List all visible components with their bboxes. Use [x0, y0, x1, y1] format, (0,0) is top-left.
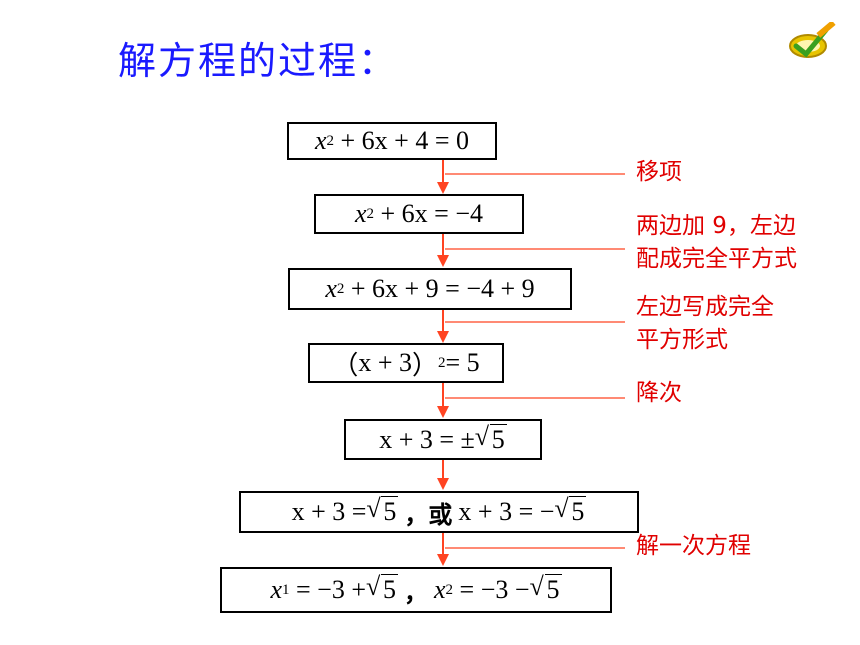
note-solve-linear: 解一次方程 — [636, 533, 751, 559]
expression: + 6x + 4 = 0 — [340, 126, 470, 155]
sqrt: 5 — [366, 572, 398, 605]
note-write-square-2: 平方形式 — [636, 327, 728, 353]
expression: = −3 − — [459, 575, 530, 604]
var-x: x — [314, 126, 327, 155]
exponent: 2 — [336, 280, 345, 297]
radicand: 5 — [489, 423, 507, 454]
sqrt: 5 — [475, 422, 507, 455]
sqrt: 5 — [366, 494, 399, 527]
subscript: 2 — [445, 581, 454, 598]
radicand: 5 — [544, 574, 562, 604]
exponent: 2 — [438, 354, 446, 371]
expression: x + 3 = − — [458, 497, 555, 526]
var-x: x — [270, 575, 282, 604]
expression-rhs: = 5 — [445, 348, 480, 377]
var-x: x — [354, 199, 367, 228]
subscript: 1 — [282, 581, 290, 598]
or-label: ，或 — [404, 500, 453, 529]
expression: x + 3 = — [291, 497, 367, 526]
expression: + 6x + 9 = −4 + 9 — [350, 274, 535, 303]
expression: x + 3 = ± — [379, 424, 475, 454]
sqrt: 5 — [530, 572, 562, 605]
exponent: 2 — [366, 205, 375, 222]
step-5-box: x + 3 = ± 5 — [344, 419, 542, 460]
note-complete-square-2: 配成完全平方式 — [636, 246, 797, 272]
page-title: 解方程的过程： — [118, 39, 399, 83]
sqrt: 5 — [554, 494, 587, 527]
comma: ， — [404, 578, 428, 607]
var-x: x — [325, 274, 337, 303]
var-x: x — [434, 575, 446, 604]
step-4-box: （x + 3）2= 5 — [308, 343, 504, 383]
exponent: 2 — [326, 132, 335, 149]
radicand: 5 — [381, 496, 399, 526]
step-6-box: x + 3 =5，或x + 3 = −5 — [239, 491, 639, 533]
paren-left: （ — [332, 350, 359, 380]
paren-right: ） — [412, 350, 439, 380]
note-write-square-1: 左边写成完全 — [636, 294, 774, 320]
radicand: 5 — [381, 574, 398, 604]
step-7-box: x1 = −3 +5，x2 = −3 −5 — [220, 567, 612, 613]
radicand: 5 — [569, 496, 587, 526]
note-complete-square-1: 两边加 9，左边 — [636, 213, 796, 239]
pencil-check-icon — [789, 22, 836, 58]
expression: + 6x = −4 — [380, 199, 484, 228]
note-reduce-degree: 降次 — [636, 380, 682, 406]
expression: x + 3 — [358, 348, 412, 377]
note-move-terms: 移项 — [636, 159, 682, 185]
expression: = −3 + — [296, 575, 366, 604]
